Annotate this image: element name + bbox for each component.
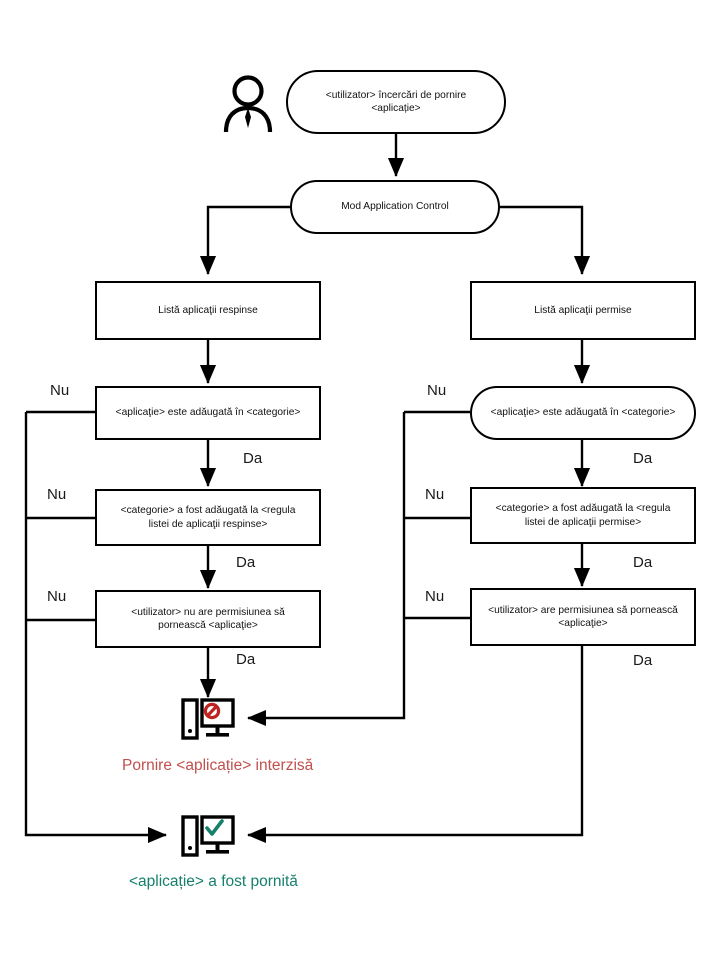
edge-label-right-yes-1: Da bbox=[633, 450, 653, 467]
edge-label-right-yes-3: Da bbox=[633, 652, 653, 669]
node-allow-rule[interactable]: <categorie> a fost adăugată la <regula l… bbox=[470, 487, 696, 544]
edge-label-left-yes-2: Da bbox=[236, 554, 256, 571]
node-deny-permission-line2: pornească <aplicaţie> bbox=[158, 620, 258, 631]
node-allow-permission-line1: <utilizator> are permisiunea să porneasc… bbox=[488, 604, 678, 616]
node-deny-list-label: Listă aplicaţii respinse bbox=[158, 304, 258, 316]
edge-label-left-no-1: Nu bbox=[50, 382, 70, 399]
node-start-line1: <utilizator> încercări de pornire bbox=[325, 89, 467, 101]
node-allow-rule-line2: listei de aplicaţii permise> bbox=[524, 516, 642, 528]
node-allow-app-in-category-label: <aplicaţie> este adăugată în <categorie> bbox=[490, 407, 676, 419]
node-allow-list-label: Listă aplicaţii permise bbox=[534, 304, 632, 316]
user-person-icon bbox=[220, 72, 276, 134]
node-deny-app-in-category-label: <aplicaţie> este adăugată în <categorie> bbox=[115, 407, 301, 419]
computer-allowed-icon bbox=[181, 814, 235, 862]
node-deny-rule[interactable]: <categorie> a fost adăugată la <regula l… bbox=[95, 489, 321, 546]
node-mode-label: Mod Application Control bbox=[341, 201, 449, 213]
node-deny-list[interactable]: Listă aplicaţii respinse bbox=[95, 281, 321, 340]
node-allow-permission[interactable]: <utilizator> are permisiunea să porneasc… bbox=[470, 588, 696, 646]
outcome-blocked-label: Pornire <aplicație> interzisă bbox=[122, 757, 314, 774]
node-deny-rule-line1: <categorie> a fost adăugată la <regula bbox=[120, 505, 296, 517]
edge-label-left-no-3: Nu bbox=[47, 588, 67, 605]
edge-label-right-no-2: Nu bbox=[425, 486, 445, 503]
node-deny-permission-line1: <utilizator> nu are permisiunea să bbox=[131, 606, 285, 618]
node-allow-app-in-category[interactable]: <aplicaţie> este adăugată în <categorie> bbox=[470, 386, 696, 440]
outcome-started-label: <aplicație> a fost pornită bbox=[129, 873, 298, 890]
edge-label-right-no-1: Nu bbox=[427, 382, 447, 399]
edge-label-left-no-2: Nu bbox=[47, 486, 67, 503]
computer-blocked-icon bbox=[181, 697, 235, 745]
node-allow-permission-line2: <aplicaţie> bbox=[558, 618, 608, 629]
node-start-line2: <aplicație> bbox=[371, 103, 421, 114]
node-start[interactable]: <utilizator> încercări de pornire <aplic… bbox=[286, 70, 506, 134]
edge-label-right-yes-2: Da bbox=[633, 554, 653, 571]
node-allow-list[interactable]: Listă aplicaţii permise bbox=[470, 281, 696, 340]
node-deny-permission[interactable]: <utilizator> nu are permisiunea să porne… bbox=[95, 590, 321, 648]
node-deny-rule-line2: listei de aplicaţii respinse> bbox=[148, 518, 268, 530]
edge-label-right-no-3: Nu bbox=[425, 588, 445, 605]
edge-label-left-yes-1: Da bbox=[243, 450, 263, 467]
edge-label-left-yes-3: Da bbox=[236, 651, 256, 668]
node-allow-rule-line1: <categorie> a fost adăugată la <regula bbox=[495, 503, 671, 515]
node-deny-app-in-category[interactable]: <aplicaţie> este adăugată în <categorie> bbox=[95, 386, 321, 440]
node-mode-application-control[interactable]: Mod Application Control bbox=[290, 180, 500, 234]
